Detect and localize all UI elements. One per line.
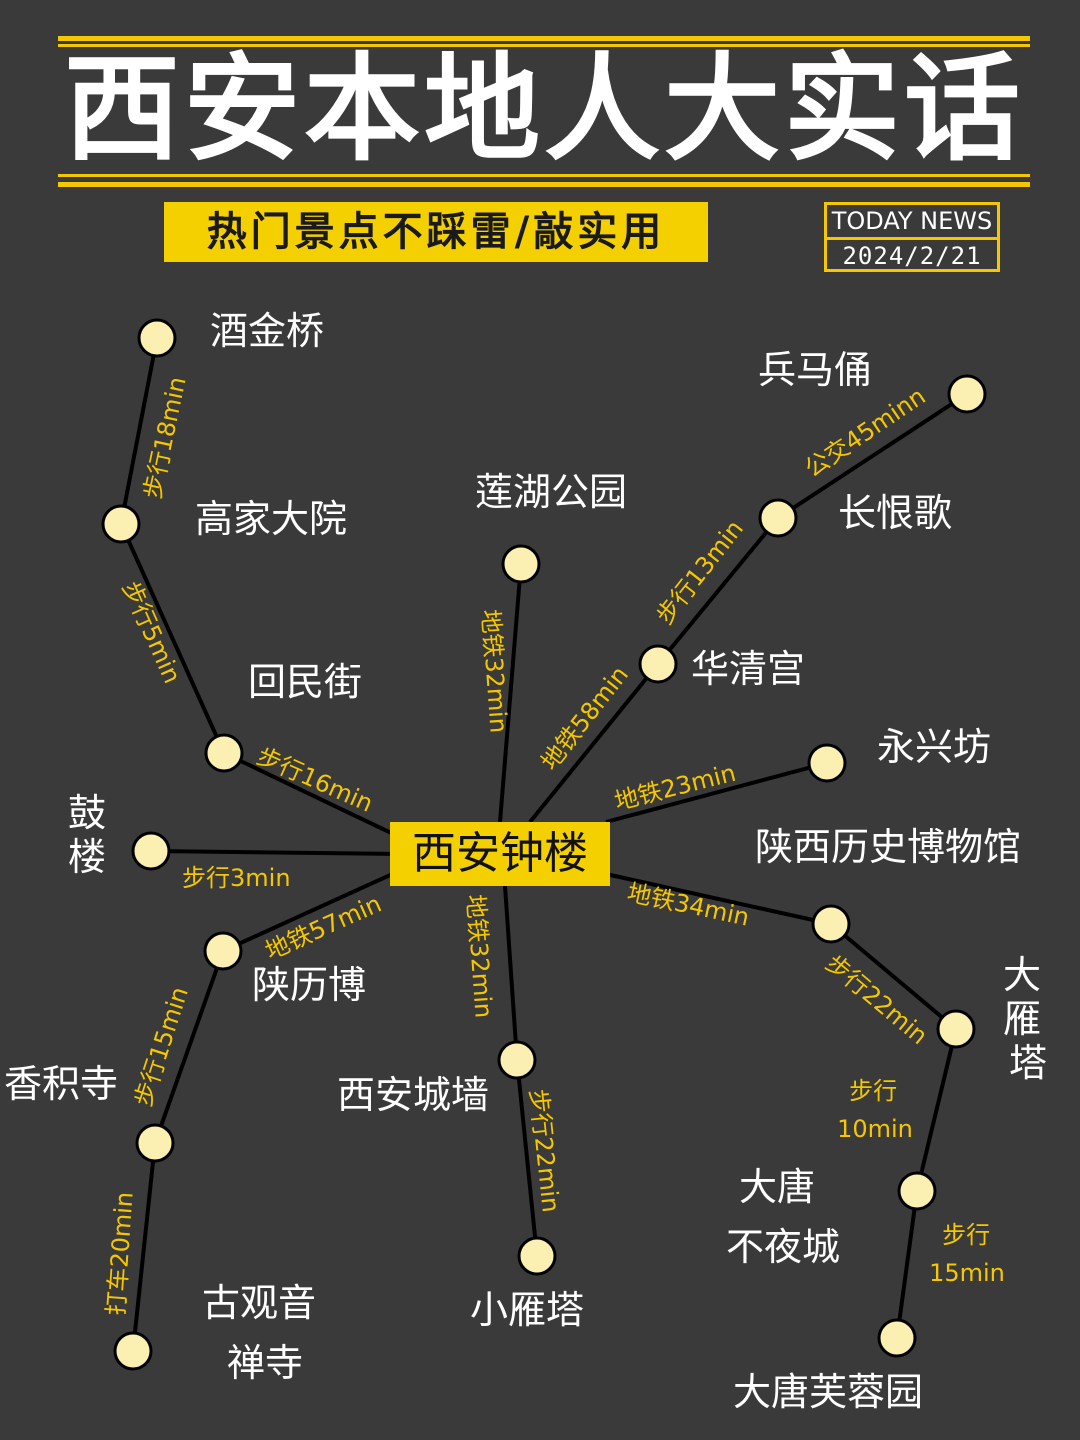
edge-center-shanlibo [222, 864, 411, 953]
route-buyecheng-furong-1: 步行 [942, 1221, 990, 1249]
center-node-label: 西安钟楼 [390, 822, 610, 886]
label-changhenge: 长恨歌 [838, 491, 952, 535]
route-dayan-buyecheng-2: 10min [837, 1115, 913, 1143]
node-changhenge [758, 498, 798, 538]
route-center-lianhu: 地铁32min [476, 608, 513, 733]
news-date-box: TODAY NEWS 2024/2/21 [824, 202, 1000, 272]
label-chengqiang: 西安城墙 [337, 1073, 489, 1117]
label-dayanta: 大 雁 塔 [1003, 953, 1053, 1085]
edge-jiujin-gaojia [119, 337, 159, 525]
node-yongxingfang [807, 743, 847, 783]
label-dayanta-3: 塔 [1009, 1041, 1047, 1085]
header-top-rule [58, 36, 1030, 41]
label-gaojiadayuan: 高家大院 [195, 497, 347, 541]
label-dayanta-1: 大 [1003, 953, 1041, 997]
route-dayan-buyecheng: 步行 10min [837, 1077, 913, 1143]
label-xiaoyanta: 小雁塔 [470, 1288, 584, 1332]
node-shaanxi-museum [811, 904, 851, 944]
node-shanlibo [203, 931, 243, 971]
label-datang-buyecheng: 大唐 不夜城 [726, 1165, 840, 1269]
edge-shanlibo-xiangji [153, 950, 225, 1144]
label-xiangjisi: 香积寺 [4, 1062, 118, 1106]
node-lianhu [501, 544, 541, 584]
label-yongxingfang: 永兴坊 [877, 725, 991, 769]
route-center-shanlibo: 地铁57min [261, 890, 385, 966]
label-datang-buyecheng-2: 不夜城 [726, 1225, 840, 1269]
label-shanlibo: 陕历博 [252, 963, 366, 1007]
label-bingmayong: 兵马俑 [758, 348, 872, 392]
node-xiaoyanta [517, 1236, 557, 1276]
header-bottom-rule [58, 182, 1030, 187]
edge-huaqing-changhen [656, 516, 780, 666]
edge-dayan-a-dayan [829, 922, 958, 1031]
label-datang-buyecheng-1: 大唐 [739, 1165, 815, 1209]
label-guguanyin: 古观音 禅寺 [202, 1281, 328, 1385]
label-gulou: 鼓 楼 [68, 791, 118, 879]
place-labels: 酒金桥 高家大院 回民街 鼓 楼 陕历博 香积寺 古观音 禅寺 莲湖公园 西安城… [4, 309, 1053, 1414]
edge-center-huaqing [528, 662, 660, 824]
route-gulou-center: 步行3min [182, 864, 291, 892]
page-title: 西安本地人大实话 [64, 42, 1024, 177]
label-jiujinqiao: 酒金桥 [210, 309, 324, 353]
label-guguanyin-1: 古观音 [202, 1281, 316, 1325]
label-shaanxi-museum: 陕西历史博物馆 [755, 825, 1021, 869]
node-xiangjisi [135, 1123, 175, 1163]
edge-changhen-bingma [776, 392, 969, 520]
subtitle-banner: 热门景点不踩雷/敲实用 [164, 202, 708, 262]
edge-dayan-buyecheng [915, 1028, 958, 1192]
route-xiangji-guguanyin: 打车20min [102, 1191, 139, 1316]
route-center-huaqing: 地铁58min [536, 661, 634, 776]
route-dayan-buyecheng-1: 步行 [849, 1077, 897, 1105]
edge-center-chengqiang [503, 885, 519, 1061]
edge-xiangji-guguanyin [131, 1142, 157, 1352]
node-guguanyin [113, 1331, 153, 1371]
route-buyecheng-furong: 步行 15min [929, 1221, 1005, 1287]
label-gulou-1: 鼓 [68, 791, 106, 835]
route-center-yongxing: 地铁23min [612, 759, 739, 816]
edge-gaojia-huimin [119, 523, 226, 754]
news-date: 2024/2/21 [842, 242, 982, 270]
route-shanlibo-xiangji: 步行15min [129, 983, 194, 1109]
node-huaqinggong [638, 644, 678, 684]
edge-chengqiang-xiaoyan [515, 1059, 539, 1257]
edge-center-lianhu [498, 563, 523, 823]
label-lianhu: 莲湖公园 [475, 470, 627, 514]
route-nodes [101, 318, 987, 1371]
edge-gulou-center [150, 849, 401, 856]
edge-buyecheng-furong [895, 1190, 919, 1339]
edge-center-dayan-a [605, 872, 832, 926]
node-huiminjie [204, 733, 244, 773]
label-guguanyin-2: 禅寺 [227, 1341, 303, 1385]
node-gulou [131, 831, 171, 871]
node-bingmayong [947, 374, 987, 414]
label-huaqinggong: 华清宫 [691, 647, 805, 691]
header-bottom-rule-thin [58, 174, 1030, 177]
label-datang-furongyuan: 大唐芙蓉园 [733, 1370, 923, 1414]
edge-huimin-center [223, 751, 411, 844]
route-buyecheng-furong-2: 15min [929, 1259, 1005, 1287]
news-label: TODAY NEWS [827, 205, 997, 240]
route-edges [119, 337, 969, 1352]
route-center-chengqiang: 地铁32min [461, 893, 498, 1018]
label-huiminjie: 回民街 [248, 660, 362, 704]
node-jiujinqiao [137, 318, 177, 358]
node-datang-furongyuan [877, 1318, 917, 1358]
route-huimin-center: 步行16min [253, 742, 377, 818]
node-chengqiang [497, 1040, 537, 1080]
edge-center-yongxing [605, 761, 828, 824]
node-datang-buyecheng [897, 1171, 937, 1211]
route-center-dayan-a: 地铁34min [625, 878, 752, 931]
node-dayanta [936, 1009, 976, 1049]
label-dayanta-2: 雁 [1003, 997, 1041, 1041]
header-top-rule-thin [58, 44, 1030, 47]
node-gaojiadayuan [101, 504, 141, 544]
label-gulou-2: 楼 [68, 835, 106, 879]
